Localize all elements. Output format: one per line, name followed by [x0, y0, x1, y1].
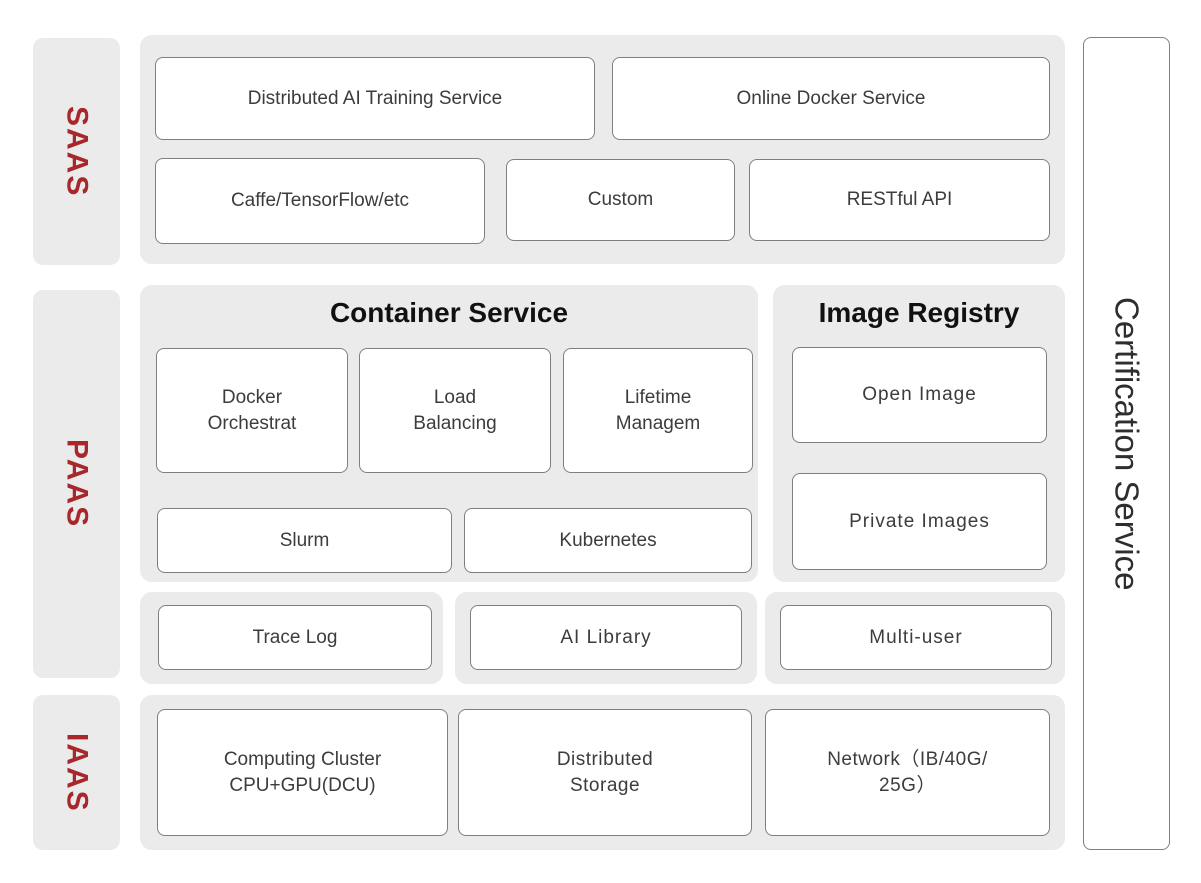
box-distributed-ai-training-service: Distributed AI Training Service	[155, 57, 595, 140]
title-container-service: Container Service	[329, 297, 569, 328]
box-distributed-storage: Distributed Storage	[458, 709, 752, 836]
layer-label-paas: PAAS	[33, 290, 120, 678]
box-lifetime-managem: Lifetime Managem	[563, 348, 753, 473]
box-network: Network（IB/40G/ 25G）	[765, 709, 1050, 836]
box-restful-api: RESTful API	[749, 159, 1050, 241]
box-private-images: Private Images	[792, 473, 1047, 570]
box-docker-orchestrat: Docker Orchestrat	[156, 348, 348, 473]
box-multi-user: Multi-user	[780, 605, 1052, 670]
layer-label-iaas: IAAS	[33, 695, 120, 850]
box-load-balancing: Load Balancing	[359, 348, 551, 473]
box-slurm: Slurm	[157, 508, 452, 573]
title-image-registry: Image Registry	[818, 297, 1020, 328]
box-ai-library: AI Library	[470, 605, 742, 670]
layer-label-saas: SAAS	[33, 38, 120, 265]
box-trace-log: Trace Log	[158, 605, 432, 670]
box-caffe-tensorflow-etc: Caffe/TensorFlow/etc	[155, 158, 485, 244]
box-computing-cluster: Computing Cluster CPU+GPU(DCU)	[157, 709, 448, 836]
box-certification-service: Certification Service	[1083, 37, 1170, 850]
box-custom: Custom	[506, 159, 735, 241]
box-open-image: Open Image	[792, 347, 1047, 443]
box-online-docker-service: Online Docker Service	[612, 57, 1050, 140]
box-kubernetes: Kubernetes	[464, 508, 752, 573]
